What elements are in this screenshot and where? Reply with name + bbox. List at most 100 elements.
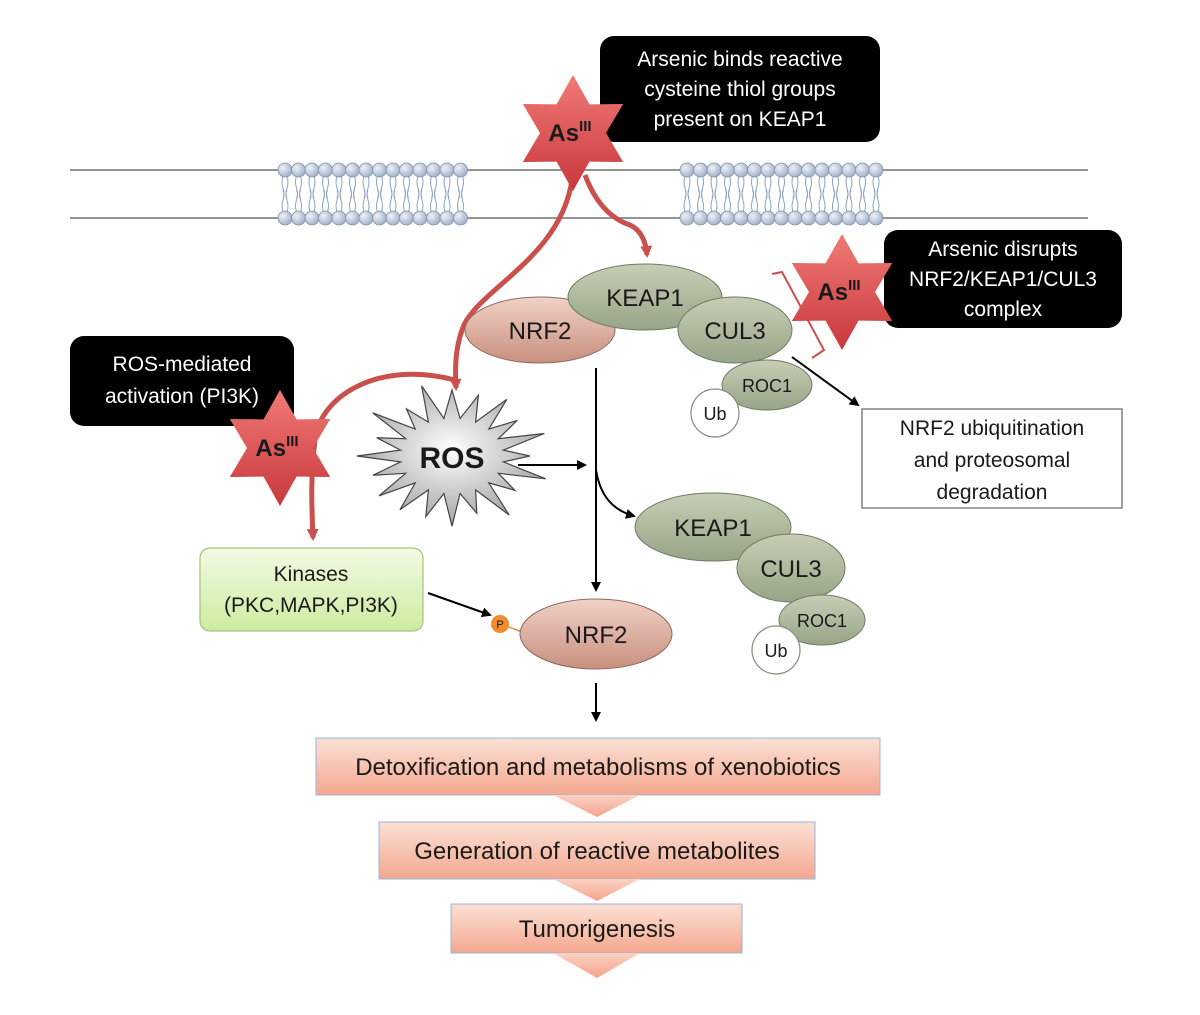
lipid-head — [855, 210, 870, 226]
lipid-head — [291, 210, 306, 226]
lipid-head — [385, 162, 401, 178]
lipid-tail — [724, 175, 731, 213]
lipid-head — [814, 162, 830, 178]
nrf2-free-node — [519, 598, 673, 670]
ubiquitination-arrow — [791, 356, 860, 407]
phospho-nrf2: P NRF2 — [491, 598, 673, 670]
lipid-head — [828, 162, 843, 178]
callout-ros-activation: ROS-mediated activation (PI3K) — [70, 336, 294, 426]
cell-membrane — [70, 162, 1088, 226]
ros-burst: ROS — [356, 385, 546, 527]
kinases-box: Kinases (PKC,MAPK,PI3K) — [199, 547, 424, 632]
roc1-lower-label: ROC1 — [797, 611, 847, 631]
lipid-tail — [791, 175, 799, 213]
cascade-arrow-1 — [553, 795, 640, 817]
lipid-head — [358, 210, 374, 226]
ub-upper-node — [690, 388, 740, 438]
keap1-upper-label: KEAP1 — [606, 285, 683, 312]
roc1-lower-node — [778, 594, 866, 646]
lipid-head — [304, 162, 320, 178]
ubiquitination-line2: and proteosomal — [914, 449, 1070, 472]
lipid-head — [331, 210, 347, 226]
lipid-tail — [416, 175, 424, 213]
lipid-head — [733, 162, 749, 178]
cul3-upper-label: CUL3 — [704, 318, 765, 345]
lipid-head — [412, 210, 428, 226]
lipid-tail — [443, 175, 451, 213]
lipid-head — [801, 210, 816, 226]
lipid-tail — [737, 175, 745, 213]
keap1-dissociation-arrow — [595, 469, 636, 519]
lipid-head — [774, 162, 789, 178]
complex-lower: KEAP1 CUL3 ROC1 Ub — [634, 492, 866, 675]
lipid-bilayer-right — [679, 162, 884, 226]
lipid-head — [345, 162, 360, 178]
nrf2-free-label: NRF2 — [565, 622, 628, 649]
lipid-head — [760, 162, 776, 178]
lipid-head — [828, 210, 843, 226]
lipid-tail — [764, 175, 772, 213]
arsenic-star-top: AsIII — [522, 75, 624, 191]
cascade-arrow-2 — [553, 879, 640, 901]
lipid-head — [679, 210, 695, 226]
lipid-head — [426, 162, 441, 178]
lipid-tail — [349, 175, 356, 213]
outcome-cascade: Detoxification and metabolisms of xenobi… — [315, 737, 881, 978]
svg-text:AsIII: AsIII — [817, 277, 860, 306]
arsenic-to-keap1-arrow — [582, 174, 653, 258]
lipid-head — [399, 162, 414, 178]
lipid-tail — [362, 175, 370, 213]
lipid-tail — [281, 175, 289, 213]
outcome-detoxification — [315, 737, 881, 796]
lipid-head — [747, 210, 762, 226]
lipid-tail — [751, 175, 758, 213]
keap1-lower-label: KEAP1 — [674, 515, 751, 542]
arsenic-symbol: As — [817, 279, 848, 306]
lipid-head — [345, 210, 360, 226]
lipid-head — [720, 162, 735, 178]
phosphate-label: P — [496, 619, 503, 631]
lipid-head — [439, 210, 455, 226]
lipid-head — [426, 210, 441, 226]
lipid-tail — [376, 175, 383, 213]
kinases-line2: (PKC,MAPK,PI3K) — [224, 594, 398, 617]
lipid-head — [747, 162, 762, 178]
lipid-tail — [697, 175, 704, 213]
lipid-head — [868, 162, 884, 178]
outcome-reactive-metabolites — [378, 821, 816, 880]
lipid-tail — [295, 175, 302, 213]
lipid-head — [439, 162, 455, 178]
lipid-head — [693, 210, 708, 226]
lipid-tail — [872, 175, 880, 213]
cul3-lower-node — [736, 533, 846, 603]
callout-left-line1: ROS-mediated — [113, 353, 252, 376]
kinases-line1: Kinases — [274, 563, 349, 586]
lipid-head — [841, 162, 857, 178]
lipid-tail — [457, 175, 464, 213]
lipid-head — [385, 210, 401, 226]
cascade-arrow-3 — [553, 953, 640, 978]
callout-top-line1: Arsenic binds reactive — [637, 48, 842, 71]
callout-right-line1: Arsenic disrupts — [928, 238, 1077, 261]
ub-lower-node — [751, 625, 801, 675]
roc1-upper-node — [721, 359, 813, 411]
callout-complex-disruption: Arsenic disrupts NRF2/KEAP1/CUL3 complex — [884, 230, 1122, 328]
callout-top-line2: cysteine thiol groups — [644, 78, 835, 101]
arsenic-star-right: AsIII — [791, 234, 893, 350]
ubiquitination-box: NRF2 ubiquitination and proteosomal degr… — [861, 408, 1123, 509]
complex-upper: NRF2 KEAP1 CUL3 ROC1 Ub — [464, 263, 813, 438]
nrf2-upper-label: NRF2 — [509, 318, 572, 345]
lipid-head — [841, 210, 857, 226]
kinase-phosphorylation-arrow — [427, 592, 492, 618]
lipid-head — [399, 210, 414, 226]
arsenic-symbol: As — [255, 435, 286, 462]
keap1-upper-node — [567, 263, 723, 331]
outcome-label-2: Generation of reactive metabolites — [414, 838, 780, 865]
lipid-head — [787, 210, 803, 226]
lipid-head — [868, 210, 884, 226]
lipid-head — [814, 210, 830, 226]
lipid-tail — [832, 175, 839, 213]
lipid-head — [760, 210, 776, 226]
lipid-head — [774, 210, 789, 226]
